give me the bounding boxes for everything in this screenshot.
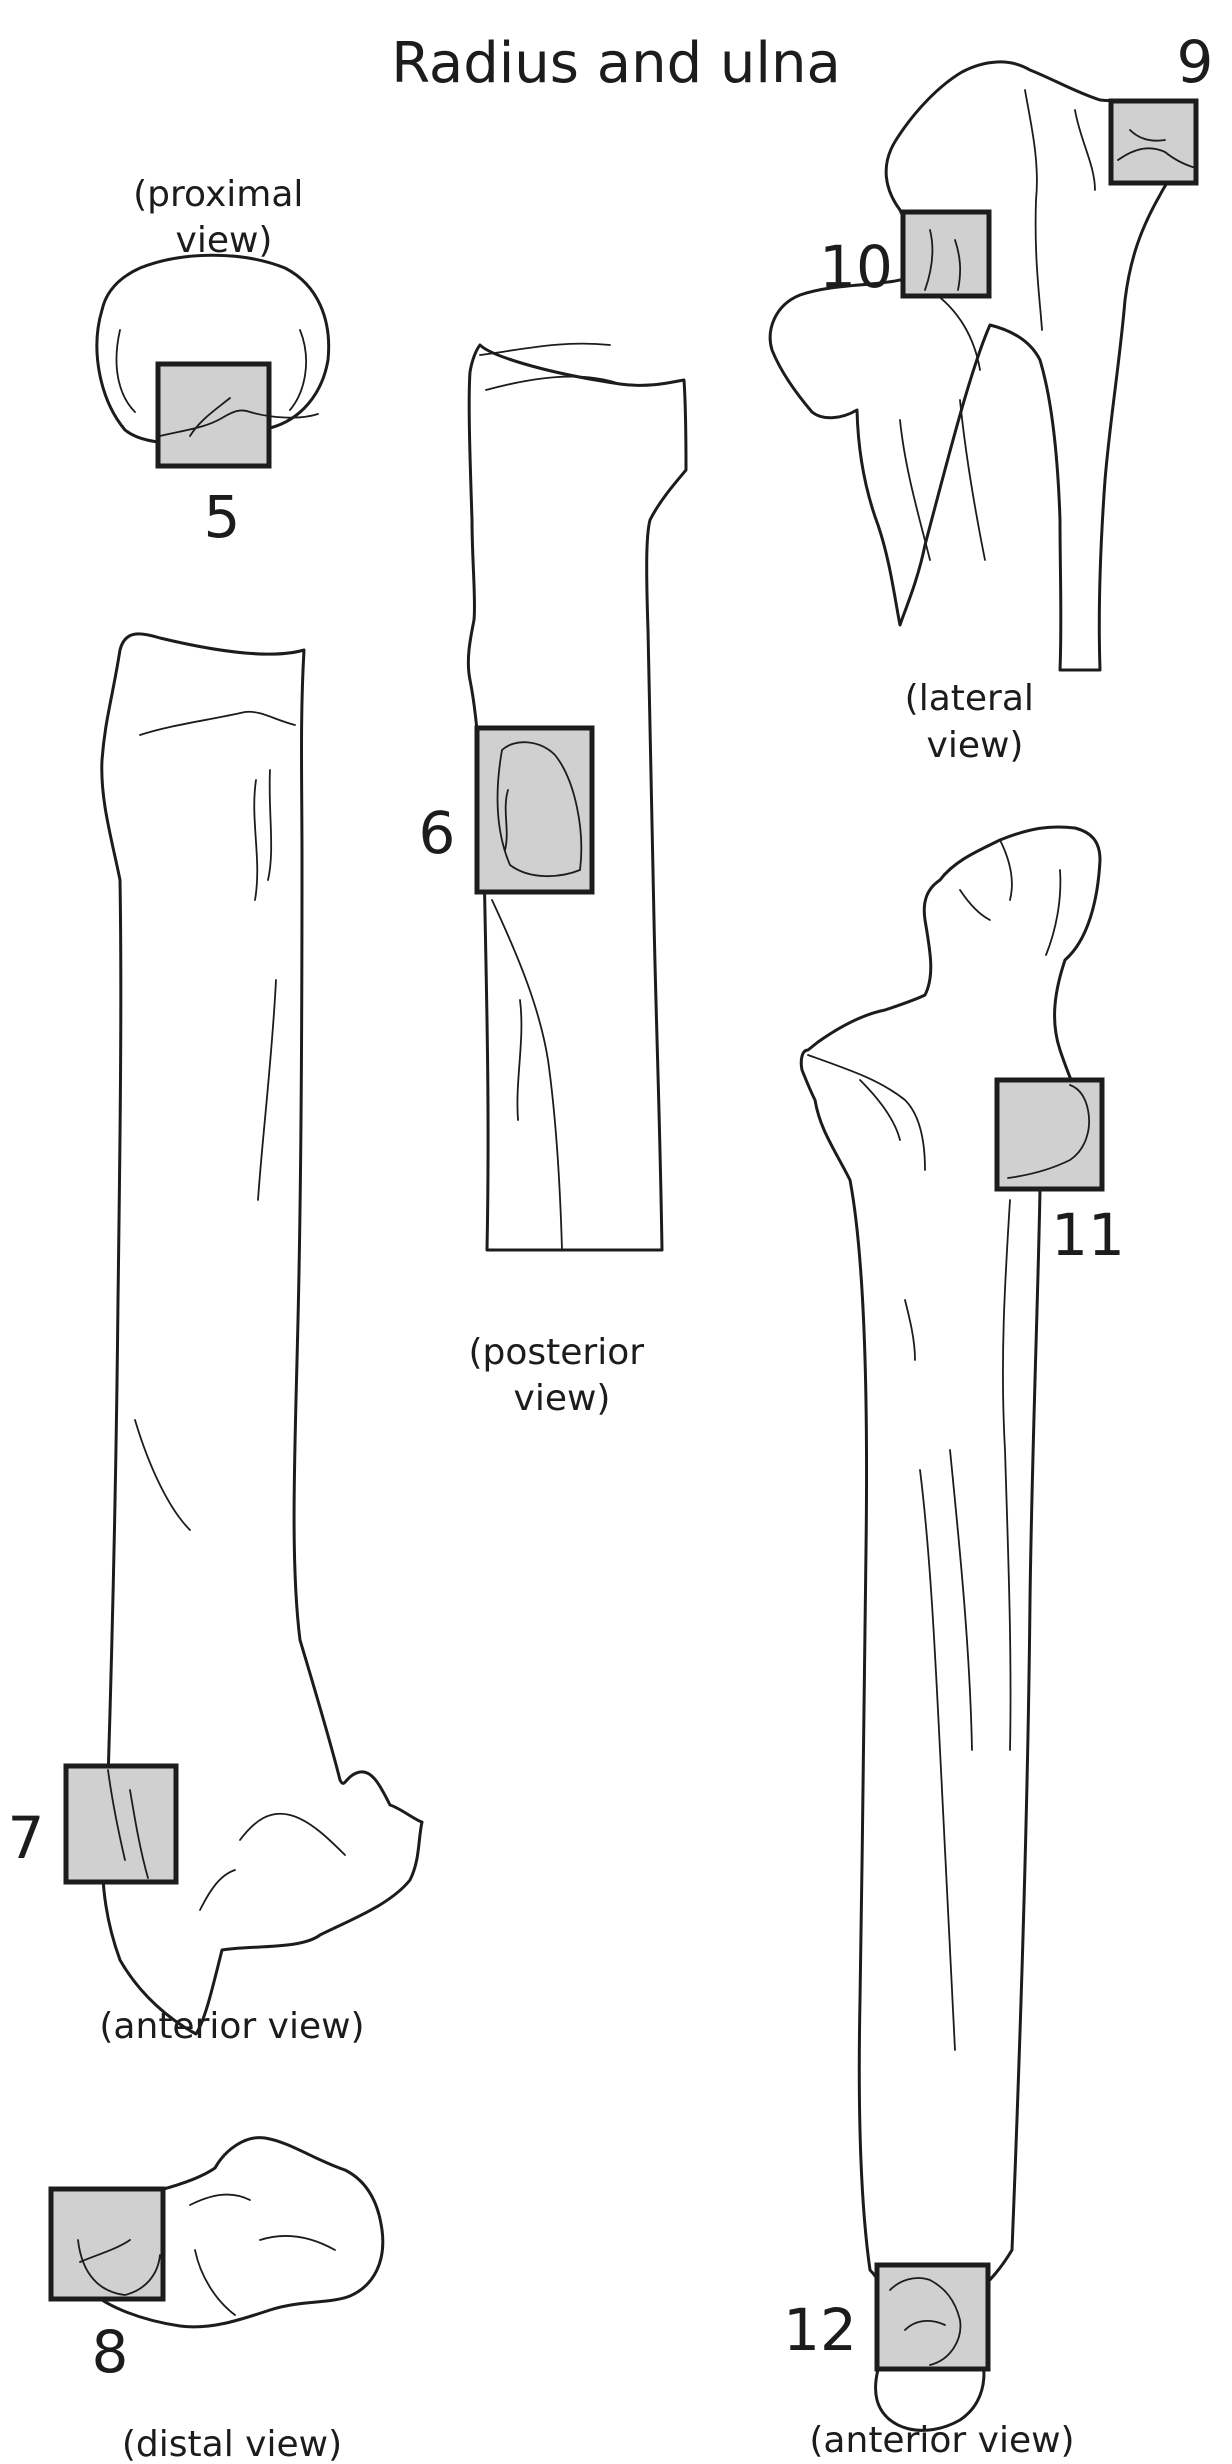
radius-anterior-outline (100, 632, 424, 2036)
view-label-radius-proximal: (proximal view) (133, 174, 315, 261)
view-label-ulna-lateral: (lateral view) (905, 678, 1046, 766)
view-label-ulna-anterior: (anterior view) (809, 2420, 1074, 2461)
diagram-title: Radius and ulna (391, 31, 841, 96)
ulna-anterior-view: 11 12 (anterior view) (783, 825, 1125, 2461)
region-box-11 (994, 1077, 1105, 1192)
region-box-7 (63, 1763, 179, 1885)
region-box-6 (474, 725, 595, 895)
ulna-lateral-view: 9 10 (lateral view) (768, 28, 1214, 766)
region-box-10 (900, 209, 992, 299)
ulna-anterior-outline (799, 825, 1102, 2432)
radius-distal-view: 8 (distal view) (48, 2136, 385, 2464)
radius-anterior-view: 7 (anterior view) (8, 632, 424, 2047)
view-label-radius-anterior: (anterior view) (99, 2006, 364, 2047)
region-label-7: 7 (8, 1804, 45, 1872)
region-label-5: 5 (204, 483, 241, 551)
radius-posterior-view: 6 (posterior view) (419, 342, 688, 1419)
region-label-6: 6 (419, 799, 456, 867)
radius-proximal-view: 5 (proximal view) (95, 174, 331, 551)
view-label-radius-posterior: (posterior view) (468, 1332, 655, 1419)
region-label-8: 8 (92, 2318, 129, 2386)
region-label-11: 11 (1051, 1201, 1125, 1269)
region-label-9: 9 (1177, 28, 1214, 96)
region-box-8 (48, 2186, 166, 2302)
region-box-5 (155, 361, 272, 469)
region-label-10: 10 (819, 233, 893, 301)
view-label-radius-distal: (distal view) (122, 2424, 342, 2464)
region-box-9 (1108, 98, 1199, 186)
region-label-12: 12 (783, 2296, 857, 2364)
